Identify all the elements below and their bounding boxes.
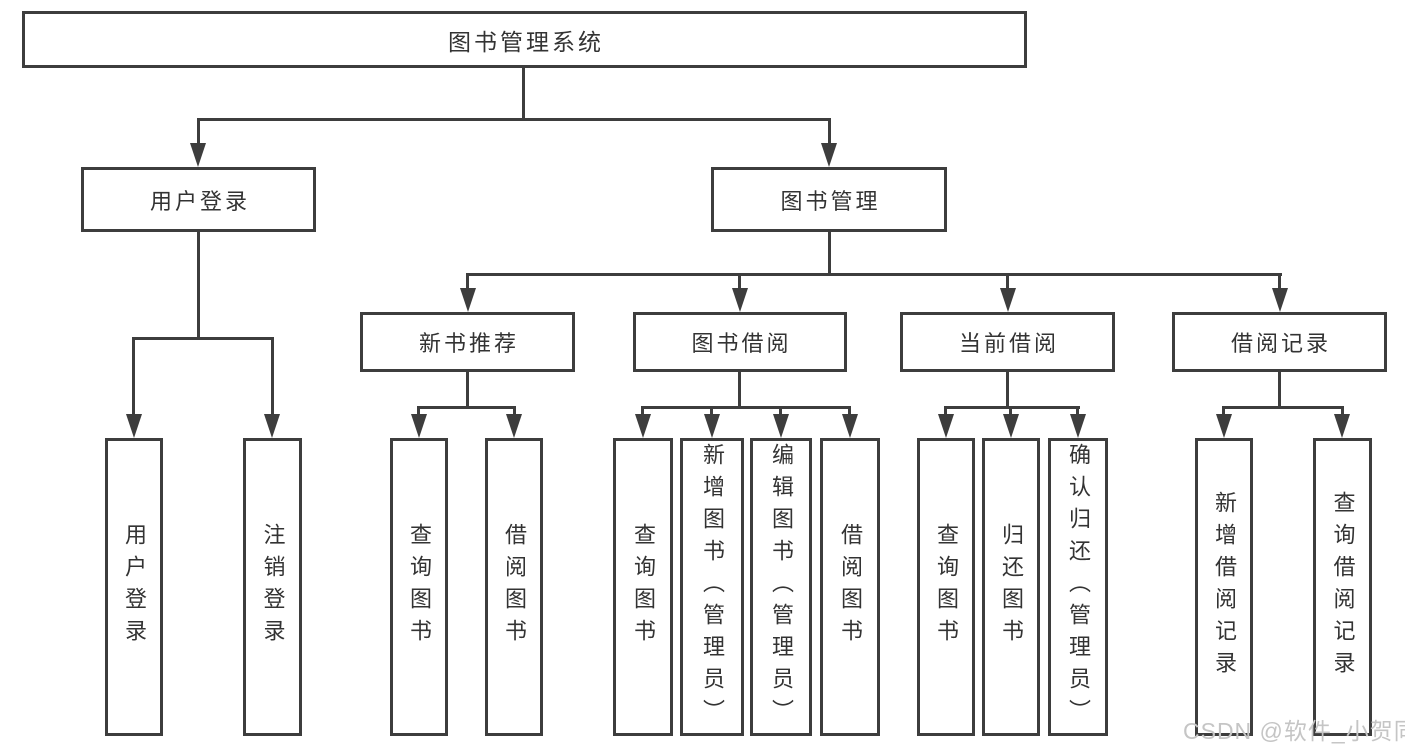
leaf-query-borrow-record: 查询借阅记录 — [1313, 438, 1372, 736]
leaf-logout: 注销登录 — [243, 438, 302, 736]
edge-stem-user-login — [197, 118, 200, 146]
edge-stem-leaf — [132, 337, 135, 417]
arrow-down-icon — [264, 414, 280, 438]
arrow-down-icon — [411, 414, 427, 438]
arrow-down-icon — [1003, 414, 1019, 438]
leaf-user-login: 用户登录 — [105, 438, 163, 736]
leaf-borrow-book-2: 借阅图书 — [820, 438, 880, 736]
leaf-confirm-return-admin: 确认归还（管理员） — [1048, 438, 1108, 736]
node-new-book-recommend-label: 新书推荐 — [418, 331, 519, 356]
leaf-label: 新增图书（管理员） — [700, 443, 725, 731]
arrow-down-icon — [635, 414, 651, 438]
edge-current-rail — [944, 406, 1080, 409]
leaf-label: 编辑图书（管理员） — [769, 443, 794, 731]
arrow-down-icon — [821, 143, 837, 167]
node-borrow-record-label: 借阅记录 — [1230, 331, 1331, 356]
arrow-down-icon — [1070, 414, 1086, 438]
edge-current-stem — [1006, 372, 1009, 406]
edge-stem-record — [1278, 273, 1281, 291]
arrow-down-icon — [506, 414, 522, 438]
leaf-query-book-2: 查询图书 — [613, 438, 673, 736]
arrow-down-icon — [938, 414, 954, 438]
edge-borrow-stem — [738, 372, 741, 406]
edge-stem-leaf — [944, 406, 947, 418]
arrow-down-icon — [1216, 414, 1232, 438]
edge-record-stem — [1278, 372, 1281, 406]
leaf-label: 归还图书 — [999, 523, 1024, 651]
edge-stem-leaf — [641, 406, 644, 418]
arrow-down-icon — [773, 414, 789, 438]
edge-stem-leaf — [848, 406, 851, 418]
leaf-borrow-book-1: 借阅图书 — [485, 438, 543, 736]
edge-new-book-stem — [466, 372, 469, 406]
leaf-add-borrow-record: 新增借阅记录 — [1195, 438, 1253, 736]
edge-stem-leaf — [513, 406, 516, 418]
node-current-borrow-label: 当前借阅 — [958, 331, 1059, 356]
leaf-label: 查询借阅记录 — [1330, 491, 1356, 683]
edge-book-mgmt-rail — [466, 273, 1282, 276]
edge-stem-book-mgmt — [828, 118, 831, 146]
edge-new-book-rail — [417, 406, 516, 409]
node-book-mgmt: 图书管理 — [711, 167, 947, 232]
node-book-mgmt-label: 图书管理 — [780, 188, 881, 214]
node-book-borrow-label: 图书借阅 — [691, 331, 792, 356]
edge-stem-leaf — [779, 406, 782, 418]
leaf-add-book-admin: 新增图书（管理员） — [680, 438, 744, 736]
leaf-label: 用户登录 — [122, 523, 147, 651]
edge-stem-leaf — [1009, 406, 1012, 418]
arrow-down-icon — [460, 288, 476, 312]
leaf-label: 确认归还（管理员） — [1066, 443, 1091, 731]
node-user-login: 用户登录 — [81, 167, 316, 232]
leaf-label: 注销登录 — [260, 523, 286, 651]
edge-stem-new-book — [466, 273, 469, 291]
edge-stem-current — [1006, 273, 1009, 291]
edge-root-stem — [522, 68, 525, 118]
edge-root-rail — [197, 118, 831, 121]
node-user-login-label: 用户登录 — [149, 188, 250, 214]
arrow-down-icon — [704, 414, 720, 438]
edge-user-login-rail — [132, 337, 274, 340]
arrow-down-icon — [190, 143, 206, 167]
leaf-label: 借阅图书 — [502, 523, 527, 651]
leaf-return-book: 归还图书 — [982, 438, 1040, 736]
arrow-down-icon — [1334, 414, 1350, 438]
arrow-down-icon — [732, 288, 748, 312]
edge-stem-leaf — [417, 406, 420, 418]
edge-book-mgmt-stem — [828, 232, 831, 273]
leaf-label: 新增借阅记录 — [1212, 491, 1237, 683]
leaf-query-book-3: 查询图书 — [917, 438, 975, 736]
edge-borrow-rail — [641, 406, 851, 409]
arrow-down-icon — [1272, 288, 1288, 312]
leaf-edit-book-admin: 编辑图书（管理员） — [750, 438, 812, 736]
arrow-down-icon — [1000, 288, 1016, 312]
node-book-borrow: 图书借阅 — [633, 312, 847, 372]
node-current-borrow: 当前借阅 — [900, 312, 1115, 372]
node-root: 图书管理系统 — [22, 11, 1027, 68]
edge-stem-leaf — [710, 406, 713, 418]
arrow-down-icon — [126, 414, 142, 438]
edge-record-rail — [1222, 406, 1343, 409]
edge-stem-leaf — [1222, 406, 1225, 418]
leaf-label: 查询图书 — [407, 523, 432, 651]
leaf-query-book-1: 查询图书 — [390, 438, 448, 736]
leaf-label: 查询图书 — [631, 523, 656, 651]
csdn-watermark: CSDN @软件_小贺同学 — [1183, 718, 1405, 744]
edge-stem-borrow — [738, 273, 741, 291]
node-root-label: 图书管理系统 — [448, 28, 604, 55]
edge-user-login-stem — [197, 232, 200, 337]
leaf-label: 查询图书 — [934, 523, 959, 651]
leaf-label: 借阅图书 — [838, 523, 863, 651]
edge-stem-leaf — [1341, 406, 1344, 418]
arrow-down-icon — [842, 414, 858, 438]
node-new-book-recommend: 新书推荐 — [360, 312, 575, 372]
edge-stem-leaf — [271, 337, 274, 417]
node-borrow-record: 借阅记录 — [1172, 312, 1387, 372]
edge-stem-leaf — [1076, 406, 1079, 418]
